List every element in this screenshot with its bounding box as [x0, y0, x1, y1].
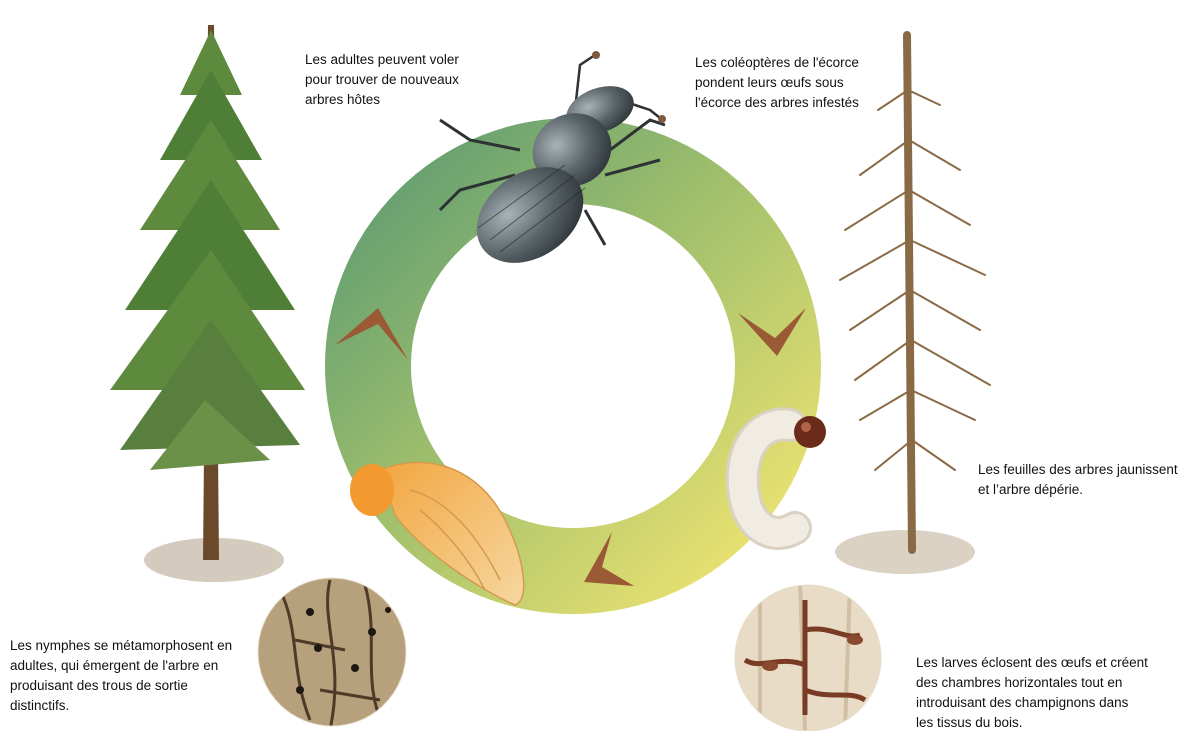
- caption-line: et l’arbre dépérie.: [978, 480, 1190, 500]
- caption-eggs-laid: Les coléoptères de l'écorce pondent leur…: [695, 53, 873, 113]
- caption-line: pondent leurs œufs sous: [695, 73, 873, 93]
- caption-line: adultes, qui émergent de l'arbre en: [10, 656, 250, 676]
- caption-larvae-hatch: Les larves éclosent des œufs et créent d…: [916, 653, 1154, 733]
- caption-line: produisant des trous de sortie: [10, 676, 250, 696]
- caption-nymphs-emerge: Les nymphes se métamorphosent en adultes…: [10, 636, 250, 716]
- caption-line: Les nymphes se métamorphosent en: [10, 636, 250, 656]
- caption-line: pour trouver de nouveaux: [305, 70, 477, 90]
- caption-line: arbres hôtes: [305, 90, 477, 110]
- caption-adults-fly: Les adultes peuvent voler pour trouver d…: [305, 50, 477, 110]
- caption-line: introduisant des champignons dans: [916, 693, 1154, 713]
- caption-line: des chambres horizontales tout en: [916, 673, 1154, 693]
- caption-line: Les larves éclosent des œufs et créent: [916, 653, 1154, 673]
- caption-line: Les feuilles des arbres jaunissent: [978, 460, 1190, 480]
- caption-leaves-yellow: Les feuilles des arbres jaunissent et l’…: [978, 460, 1190, 500]
- healthy-tree-image: [110, 25, 305, 582]
- bark-exit-holes-image: [250, 570, 420, 731]
- caption-line: Les adultes peuvent voler: [305, 50, 477, 70]
- caption-line: distinctifs.: [10, 696, 250, 716]
- pupa-image: [350, 462, 524, 605]
- dead-tree-image: [835, 35, 990, 574]
- caption-line: l'écorce des arbres infestés: [695, 93, 873, 113]
- caption-line: les tissus du bois.: [916, 713, 1154, 733]
- caption-line: Les coléoptères de l'écorce: [695, 53, 873, 73]
- wood-galleries-image: [730, 580, 890, 731]
